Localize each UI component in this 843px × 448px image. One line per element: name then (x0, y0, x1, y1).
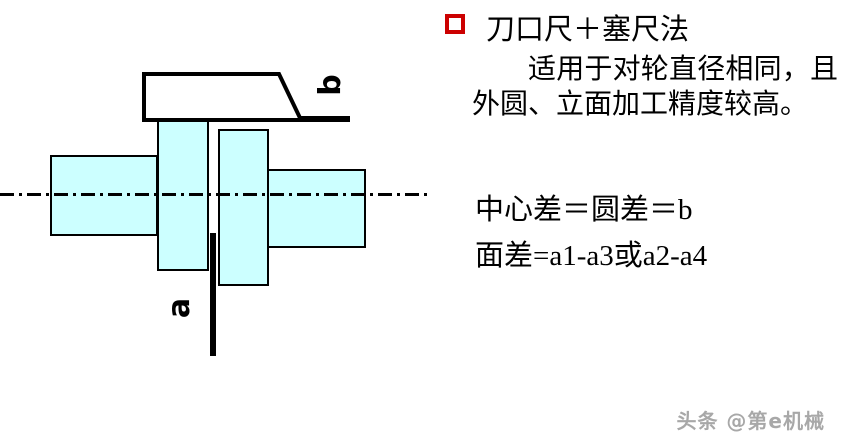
knife-edge-straightedge-icon (140, 68, 305, 126)
section-heading: 刀口尺＋塞尺法 (486, 14, 690, 46)
right-shaft (267, 169, 366, 248)
heading-row: 刀口尺＋塞尺法 (438, 6, 838, 50)
right-coupling-flange (218, 129, 269, 286)
formula-face-difference: 面差=a1-a3或a2-a4 (475, 240, 708, 272)
body-paragraph: 适用于对轮直径相同，且外圆、立面加工精度较高。 (472, 54, 838, 121)
shaft-centre-line (0, 193, 428, 196)
square-bullet-icon (445, 14, 465, 34)
watermark: 头条 @第e机械 (676, 409, 825, 433)
text-content-panel: 刀口尺＋塞尺法 适用于对轮直径相同，且外圆、立面加工精度较高。 中心差＝圆差＝b… (430, 0, 843, 400)
left-shaft (50, 155, 158, 236)
dimension-label-b: b (313, 74, 348, 96)
axial-gap-gauge (210, 233, 216, 356)
left-coupling-flange (157, 114, 209, 271)
coupling-diagram: a b (0, 0, 430, 400)
formula-centre-difference: 中心差＝圆差＝b (475, 194, 693, 226)
dimension-label-a: a (162, 297, 197, 319)
